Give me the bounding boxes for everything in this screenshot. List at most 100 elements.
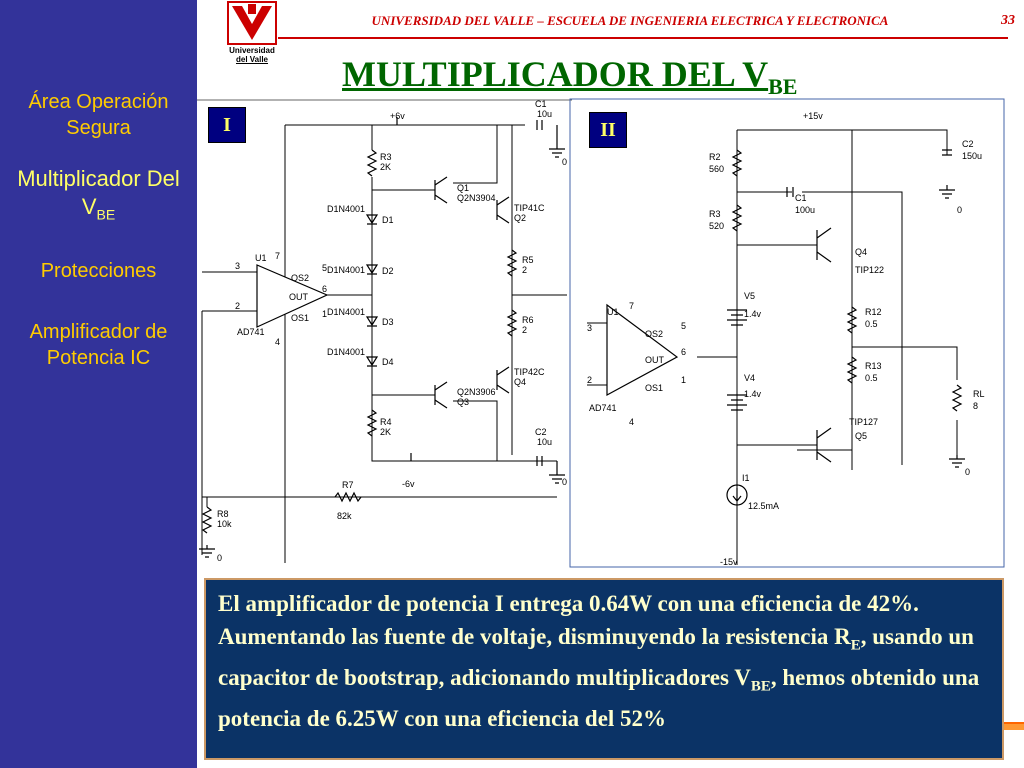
- label-pin2: 2: [235, 301, 240, 311]
- label-u1: U1: [607, 307, 619, 317]
- label-c1-value: 10u: [537, 109, 552, 119]
- label-r2: R2: [709, 152, 721, 162]
- header-divider: [278, 37, 1008, 39]
- label-v4-value: 1.4v: [744, 389, 762, 399]
- label-d4-part: D1N4001: [327, 347, 365, 357]
- label-r8: R8: [217, 509, 229, 519]
- label-ground: 0: [562, 157, 567, 167]
- transistor-q3-icon: [434, 381, 448, 409]
- label-r7-value: 82k: [337, 511, 352, 521]
- logo-line-1: Universidad: [229, 46, 275, 55]
- label-d1-part: D1N4001: [327, 204, 365, 214]
- ground-icon: [549, 461, 565, 484]
- transistor-q4-icon: [816, 227, 832, 263]
- ground-icon: [939, 185, 955, 199]
- label-ground: 0: [965, 467, 970, 477]
- sidebar-item-area-operacion[interactable]: Área Operación Segura: [0, 89, 197, 141]
- transistor-q1-icon: [434, 176, 448, 204]
- label-c1-value: 100u: [795, 205, 815, 215]
- transistor-q5-icon: [816, 427, 832, 463]
- sidebar-item-amplificador-ic[interactable]: Amplificador de Potencia IC: [0, 319, 197, 371]
- label-pin2: 2: [587, 375, 592, 385]
- label-r2-value: 560: [709, 164, 724, 174]
- label-supply-neg: -6v: [402, 479, 415, 489]
- resistor-r6-icon: [506, 309, 518, 337]
- label-v4: V4: [744, 373, 755, 383]
- resistor-r7-icon: [334, 491, 362, 503]
- capacitor-c1-icon: [786, 187, 794, 197]
- label-c2-value: 10u: [537, 437, 552, 447]
- label-pin4: 4: [629, 417, 634, 427]
- label-r3: R3: [380, 152, 392, 162]
- label-pin1: 1: [681, 375, 686, 385]
- label-i1: I1: [742, 473, 750, 483]
- battery-v5-icon: [727, 309, 747, 326]
- slide-title: MULTIPLICADOR DEL VBE: [342, 54, 882, 107]
- summary-text-part-2: , usando un capacitor de bootstrap, adic…: [218, 623, 974, 690]
- label-r6: R6: [522, 315, 534, 325]
- label-pin3: 3: [235, 261, 240, 271]
- label-r4-value: 2K: [380, 427, 391, 437]
- diode-d4-icon: [365, 356, 379, 367]
- label-q5-part: TIP127: [849, 417, 878, 427]
- label-pin3: 3: [587, 323, 592, 333]
- resistor-r13-icon: [846, 356, 858, 384]
- decorative-accent: [1004, 722, 1024, 730]
- label-pin1: 1: [322, 309, 327, 319]
- summary-text-part-1: El amplificador de potencia I entrega 0.…: [218, 591, 919, 649]
- label-r4: R4: [380, 417, 392, 427]
- resistor-r3-icon: [366, 149, 378, 177]
- sidebar-item-protecciones[interactable]: Protecciones: [0, 258, 197, 284]
- label-os2: OS2: [291, 273, 309, 283]
- institution-header: UNIVERSIDAD DEL VALLE – ESCUELA DE INGEN…: [371, 13, 889, 28]
- label-r3-value: 520: [709, 221, 724, 231]
- ground-icon: [549, 125, 565, 158]
- label-q5: Q5: [855, 431, 867, 441]
- label-v5-value: 1.4v: [744, 309, 762, 319]
- label-d2-part: D1N4001: [327, 265, 365, 275]
- label-c2: C2: [962, 139, 974, 149]
- sidebar-item-multiplicador[interactable]: Multiplicador Del VBE: [0, 165, 197, 228]
- label-r3-value: 2K: [380, 162, 391, 172]
- label-pin4: 4: [275, 337, 280, 347]
- circuit-label-i: I: [208, 107, 246, 143]
- label-rl-value: 8: [973, 401, 978, 411]
- label-c2-value: 150u: [962, 151, 982, 161]
- label-os1: OS1: [291, 313, 309, 323]
- resistor-r2-icon: [731, 149, 743, 177]
- resistor-r12-icon: [846, 306, 858, 334]
- label-ground: 0: [562, 477, 567, 487]
- sidebar-item-label: Multiplicador Del V: [17, 166, 180, 219]
- diode-d2-icon: [365, 264, 379, 275]
- label-out: OUT: [645, 355, 665, 365]
- label-pin6: 6: [322, 284, 327, 294]
- label-r6-value: 2: [522, 325, 527, 335]
- label-r13-value: 0.5: [865, 373, 878, 383]
- sidebar-item-subscript: BE: [96, 206, 116, 223]
- label-ground: 0: [217, 553, 222, 563]
- resistor-r8-icon: [201, 506, 213, 534]
- label-pin7: 7: [275, 251, 280, 261]
- label-q3: Q3: [457, 397, 469, 407]
- resistor-r5-icon: [506, 249, 518, 277]
- logo-line-2: del Valle: [235, 55, 269, 64]
- opamp-u1-icon: [256, 264, 329, 328]
- summary-box: El amplificador de potencia I entrega 0.…: [204, 578, 1004, 760]
- label-d2: D2: [382, 266, 394, 276]
- label-r5: R5: [522, 255, 534, 265]
- label-supply-pos: +6v: [390, 111, 405, 121]
- circuit-schematics: +6v -6v C1 10u C2 10u R3 2K R4 2K R5 2 R…: [197, 95, 1013, 573]
- sidebar-item-label: Protecciones: [40, 260, 157, 282]
- label-i1-value: 12.5mA: [748, 501, 779, 511]
- label-pin7: 7: [629, 301, 634, 311]
- transistor-q4-icon: [496, 366, 510, 394]
- label-u1-part: AD741: [237, 327, 265, 337]
- diode-d1-icon: [365, 214, 379, 225]
- label-d1: D1: [382, 215, 394, 225]
- label-u1-part: AD741: [589, 403, 617, 413]
- capacitor-c2-icon: [942, 149, 952, 156]
- label-c1: C1: [795, 193, 807, 203]
- resistor-rl-icon: [951, 384, 963, 412]
- label-q2-part: TIP41C: [514, 203, 545, 213]
- label-r7: R7: [342, 480, 354, 490]
